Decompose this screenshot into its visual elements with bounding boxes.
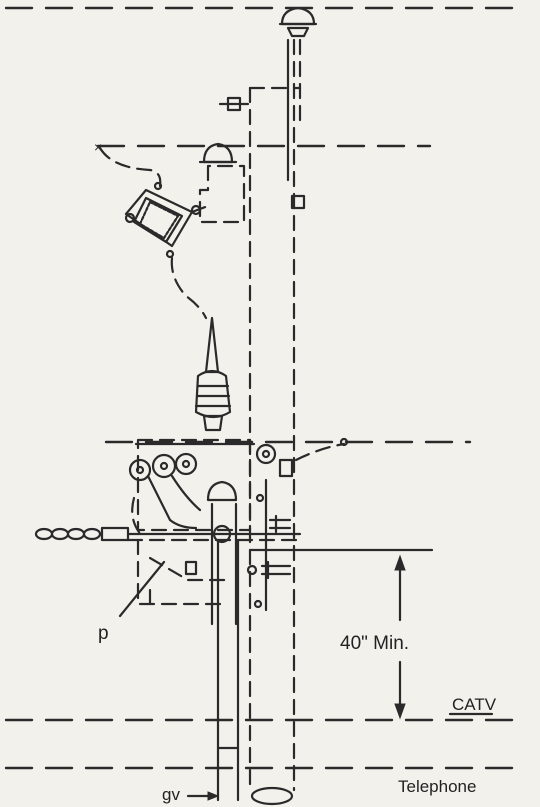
label-catv: CATV: [452, 695, 497, 714]
top-insulator: [278, 6, 318, 38]
spool-insulator: [255, 437, 349, 478]
p-leader: [118, 560, 166, 618]
pole-brackets: [246, 493, 292, 609]
pole-bolt-right: [290, 194, 306, 210]
pole-bolt-upper: [218, 96, 250, 112]
clearance-dimension: [394, 554, 406, 720]
label-telephone: Telephone: [398, 777, 477, 796]
service-riser: [216, 538, 240, 802]
service-drop: [34, 526, 302, 542]
label-clearance: 40" Min.: [340, 633, 410, 654]
pole-base: [186, 786, 294, 806]
fuse-cutout: [124, 181, 210, 259]
meter-head: [206, 480, 238, 626]
tap-lead: [98, 146, 162, 188]
label-gv: gv: [162, 785, 180, 804]
lightning-arrester: [194, 316, 232, 432]
utility-pole: [248, 38, 302, 792]
middle-insulator: [198, 142, 246, 224]
tap-connection-mark: ×: [94, 139, 102, 155]
cutout-lead: [170, 256, 208, 320]
label-p: p: [98, 623, 109, 644]
transformer: [128, 438, 256, 538]
